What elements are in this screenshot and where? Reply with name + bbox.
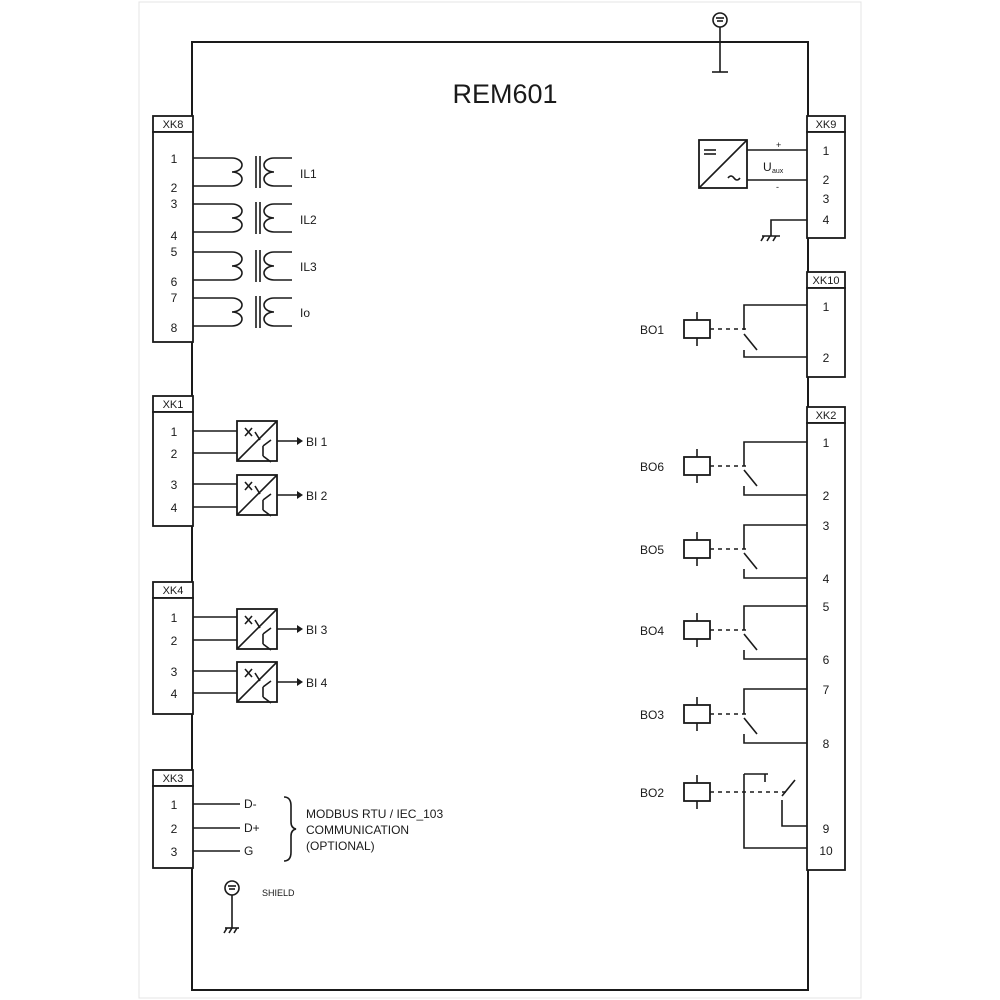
xk4-pin: 3 (171, 665, 178, 679)
xk9-pin: 1 (823, 144, 830, 158)
xk8-pin: 5 (171, 245, 178, 259)
xk2-pin: 4 (823, 572, 830, 586)
xk2-pin: 6 (823, 653, 830, 667)
xk2-pin: 10 (819, 844, 833, 858)
xk10-header: XK10 (813, 275, 840, 287)
shield-label: SHIELD (262, 888, 295, 898)
xk2-pin: 3 (823, 519, 830, 533)
xk4-pin: 2 (171, 634, 178, 648)
binary-output-bo4: BO4 (640, 605, 807, 660)
binary-output-bo3: BO3 (640, 688, 807, 744)
current-transformer-il2: IL2 (193, 202, 317, 234)
bi4-label: BI 4 (306, 676, 328, 690)
terminal-xk4: XK4 1 2 3 4 (152, 581, 194, 715)
bi3-label: BI 3 (306, 623, 328, 637)
binary-output-bo6: BO6 (640, 441, 807, 496)
image-border (138, 1, 862, 999)
supply-label: U (763, 160, 772, 174)
bo1-label: BO1 (640, 323, 664, 337)
bo2-label: BO2 (640, 786, 664, 800)
xk3-pin: 1 (171, 798, 178, 812)
terminal-xk9: XK9 1 2 3 4 (806, 115, 846, 239)
xk9-pin: 3 (823, 192, 830, 206)
xk2-pin: 8 (823, 737, 830, 751)
current-transformer-io: Io (193, 296, 310, 328)
xk2-header: XK2 (816, 410, 837, 422)
supply-sub-label: aux (772, 168, 784, 175)
xk8-pin: 4 (171, 229, 178, 243)
xk8-pin: 6 (171, 275, 178, 289)
terminal-xk2: XK2 1 2 3 4 5 6 7 8 9 10 (806, 406, 846, 871)
binary-input-bi4: BI 4 (193, 661, 328, 704)
xk3-header: XK3 (163, 773, 184, 785)
xk2-pin: 9 (823, 822, 830, 836)
io-label: Io (300, 306, 310, 320)
il2-label: IL2 (300, 213, 317, 227)
xk4-pin: 1 (171, 611, 178, 625)
supply-minus-label: - (776, 182, 779, 192)
bi1-label: BI 1 (306, 435, 328, 449)
xk10-pin: 1 (823, 300, 830, 314)
xk8-pin: 2 (171, 181, 178, 195)
d-minus-label: D- (244, 797, 257, 811)
binary-output-bo5: BO5 (640, 524, 807, 579)
xk1-pin: 1 (171, 425, 178, 439)
il1-label: IL1 (300, 167, 317, 181)
d-plus-label: D+ (244, 821, 260, 835)
bo6-label: BO6 (640, 460, 664, 474)
xk2-pin: 5 (823, 600, 830, 614)
bo5-label: BO5 (640, 543, 664, 557)
xk2-pin: 1 (823, 436, 830, 450)
comm-title-label: COMMUNICATION (306, 823, 409, 837)
xk1-pin: 2 (171, 447, 178, 461)
xk9-pin: 2 (823, 173, 830, 187)
xk8-pin: 1 (171, 152, 178, 166)
terminal-xk1: XK1 1 2 3 4 (152, 395, 194, 527)
xk3-pin: 2 (171, 822, 178, 836)
top-earth-icon (712, 12, 728, 73)
xk2-pin: 7 (823, 683, 830, 697)
xk1-pin: 4 (171, 501, 178, 515)
comm-optional-label: (OPTIONAL) (306, 839, 375, 853)
xk8-pin: 7 (171, 291, 178, 305)
shield-earth-icon (223, 880, 240, 934)
binary-input-bi3: BI 3 (193, 608, 328, 651)
current-transformer-il1: IL1 (193, 156, 317, 188)
gnd-label: G (244, 844, 253, 858)
power-supply: + - U aux (698, 139, 807, 192)
xk2-pin: 2 (823, 489, 830, 503)
xk1-pin: 3 (171, 478, 178, 492)
terminal-xk3: XK3 1 2 3 (152, 769, 194, 869)
binary-input-bi1: BI 1 (193, 420, 328, 463)
xk1-header: XK1 (163, 399, 184, 411)
device-title: REM601 (452, 79, 557, 109)
supply-plus-label: + (776, 140, 781, 150)
xk9-pin: 4 (823, 213, 830, 227)
xk4-pin: 4 (171, 687, 178, 701)
terminal-xk8: XK8 1 2 3 4 5 6 7 8 (152, 115, 194, 343)
bi2-label: BI 2 (306, 489, 328, 503)
xk10-pin: 2 (823, 351, 830, 365)
binary-output-bo2: BO2 (640, 773, 807, 849)
comm-brace-icon (283, 796, 297, 862)
xk8-header: XK8 (163, 119, 184, 131)
binary-input-bi2: BI 2 (193, 474, 328, 517)
xk8-pin: 8 (171, 321, 178, 335)
il3-label: IL3 (300, 260, 317, 274)
xk8-pin: 3 (171, 197, 178, 211)
binary-output-bo1: BO1 (640, 304, 807, 358)
chassis-ground-icon (760, 219, 807, 242)
current-transformer-il3: IL3 (193, 250, 317, 282)
xk9-header: XK9 (816, 119, 837, 131)
comm-protocol-label: MODBUS RTU / IEC_103 (306, 807, 443, 821)
bo3-label: BO3 (640, 708, 664, 722)
terminal-xk10: XK10 1 2 (806, 271, 846, 378)
xk3-pin: 3 (171, 845, 178, 859)
bo4-label: BO4 (640, 624, 664, 638)
xk4-header: XK4 (163, 585, 184, 597)
comm-port: D- D+ G MODBUS RTU / IEC_103 COMMUNICATI… (193, 796, 443, 862)
